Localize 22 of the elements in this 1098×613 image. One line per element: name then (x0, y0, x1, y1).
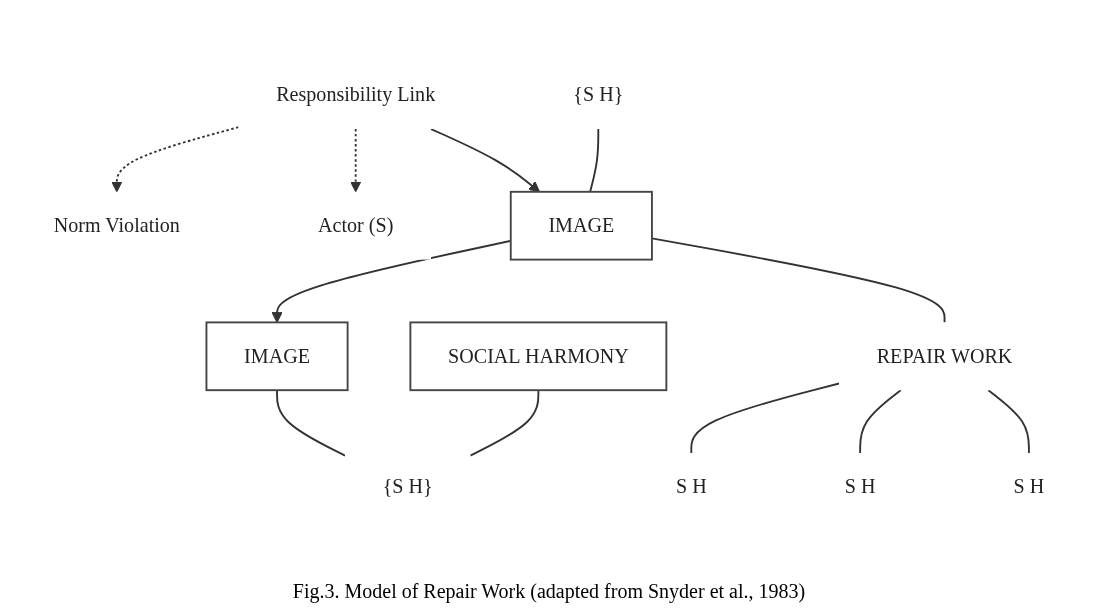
node-box: IMAGE (205, 321, 349, 392)
node-text: Responsibility Link (276, 83, 436, 106)
arrow (430, 128, 541, 193)
connector (276, 389, 346, 457)
node-box: IMAGE (509, 190, 653, 261)
connector (859, 389, 902, 454)
connector (690, 382, 840, 454)
node-text: Actor (S) (318, 214, 394, 236)
node-text: S H (675, 475, 707, 497)
node-text: S H (1013, 475, 1045, 497)
connector (987, 389, 1030, 454)
connector (469, 389, 540, 457)
node-text: REPAIR WORK (876, 344, 1013, 367)
node-text: Norm Violation (53, 214, 180, 236)
node-box: SOCIAL HARMONY (409, 321, 668, 392)
arrow (350, 128, 362, 193)
figure-caption: Fig.3. Model of Repair Work (adapted from Snyder et al., 1983) (292, 580, 806, 603)
node-text: S H (844, 475, 876, 497)
connector (589, 128, 600, 193)
node-text: {S H} (382, 475, 433, 497)
arrow (111, 126, 240, 193)
node-text: {S H} (573, 83, 624, 106)
